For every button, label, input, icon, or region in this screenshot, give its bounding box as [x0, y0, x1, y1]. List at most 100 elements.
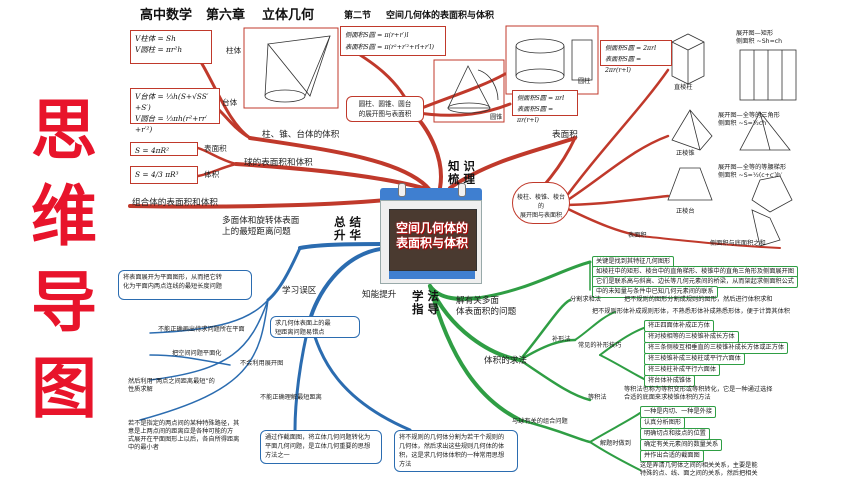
branch-red-cone2	[410, 102, 512, 117]
blue-note-6-line-3: 式展开在平面图形上以后，各自所得距离	[128, 436, 240, 443]
green-branches	[428, 260, 651, 471]
label-surface-right: 表面积	[552, 130, 578, 140]
blue-note-5: 不能正确理解最短距离	[260, 394, 322, 401]
green-common-fill: 常见的补形技巧	[578, 342, 622, 349]
green-fill: 补形法	[552, 336, 571, 343]
lateral-note-2-line-1: 展开图—全等的三角形	[718, 112, 780, 119]
branch-blue-thin1	[149, 299, 269, 334]
green-tangent-note-line-1: 这是弄清几何体之间的相关关系，主要是能	[640, 462, 758, 469]
blue-note-1-box-line-2: 短距离问题易错点	[275, 329, 325, 336]
card-photo	[389, 209, 477, 271]
frustum-volume-formula: V台体 = ⅓h(S+√SS′+S′) V圆台 = ⅓πh(r²+rr′+r′²…	[130, 88, 220, 134]
branch-green-common2	[599, 354, 651, 383]
cone2-side-line-2: 表面积S圆 = πr(r+l)	[517, 106, 554, 124]
branch-green-sphere	[428, 284, 522, 422]
blue-note-2: 把空间问题平面化	[172, 350, 222, 357]
label-cone: 圆锥	[490, 114, 503, 121]
prism-unfold-line-1: 棱柱、棱锥、棱台的	[517, 194, 566, 210]
lateral-note-1-line-2: 侧面积 ~Sh=ch	[736, 38, 783, 45]
branch-red-bottom	[558, 203, 642, 238]
green-fill-item-6: 将台体补成锥体	[644, 375, 696, 387]
lateral-note-2: 展开图—全等的三角形 侧面积 ~S=½ch′	[718, 112, 780, 128]
frustum-volume-line-1: V台体 = ⅓h(S+√SS′+S′)	[135, 92, 209, 112]
label-cylinder: 圆柱	[578, 78, 591, 85]
prism-volume-formula: V柱体 = Sh V圆柱 = πr²h	[130, 30, 212, 64]
card-body: 空间几何体的 表面积与体积	[380, 200, 482, 284]
cone-side-formula: 侧面积S圆 = π(r+r′)l 表面积S圆 = π(r²+r′²+rl+r′l…	[340, 26, 446, 56]
label-regular-pyramid: 正棱锥	[676, 150, 695, 157]
frustum-figure	[667, 167, 793, 247]
blue-ability-box-2-line-1: 将不规则的几何体分割为若干个规则的	[399, 434, 505, 441]
lateral-note-3: 展开图—全等的等腰梯形 侧面积 ~S=½(c+c′)h′	[718, 164, 786, 180]
blue-shortest-line-1: 多面体和旋转体表面	[222, 216, 300, 226]
branch-green-common	[599, 325, 651, 356]
green-equal-note-line-1: 等积法也称为等积变形或等积转化，它是一种通过选择	[624, 386, 773, 393]
cylinder-side-line-2: 表面积S圆 = 2πr(r+l)	[605, 56, 642, 74]
green-volume-method: 体积的求法	[484, 356, 527, 366]
blue-note-4-line-1: 然后利用“两点之间距离最短”的	[128, 378, 215, 385]
sphere-volume-formula: S = 4/3 πR³	[130, 166, 198, 184]
lateral-note-3-line-2: 侧面积 ~S=½(c+c′)h′	[718, 172, 783, 179]
cone-side-line-2: 表面积S圆 = π(r²+r′²+rl+r′l)	[345, 43, 434, 51]
label-frustum: 台体	[222, 98, 238, 107]
unfold-box: 圆柱、圆锥、圆台 的展开图与表面积	[346, 96, 424, 122]
branch-green-fill-top	[574, 311, 616, 341]
green-equal-volume-note: 等积法也称为等积变形或等积转化，它是一种通过选择 合适的底面来求棱锥体积的方法	[624, 386, 773, 402]
blue-ability-box-2-line-3: 积，这是求几何体体积的一种常用思想	[399, 452, 505, 459]
blue-unfold-note: 将表面展开为平面图形，从而把它转 化为平面内两点连线的最短长度问题	[118, 270, 252, 300]
blue-shortest-line-2: 上的最短距离问题	[222, 227, 291, 237]
hub-knowledge-line-1: 知 识	[448, 159, 476, 173]
green-equal-volume: 等积法	[588, 394, 607, 401]
green-solve-problem: 解有关多面 体表面积的问题	[456, 296, 516, 318]
blue-note-6-line-2: 意是上两点间的距离应是各种可能的方	[128, 428, 234, 435]
branch-red-right	[558, 68, 670, 207]
branch-green-tan-down	[589, 441, 641, 471]
blue-note-6-line-1: 若不是指定的两点间的某种特殊路径，其	[128, 420, 240, 427]
label-volume: 体积	[204, 170, 220, 179]
label-sum-note: 侧面积与底面积之和	[710, 240, 766, 247]
label-regular-frustum: 正棱台	[676, 208, 695, 215]
green-tangent-item-2: 认真分析图形	[640, 417, 686, 429]
unfold-box-line-2: 的展开图与表面积	[358, 110, 412, 118]
green-tangent-item-5: 并作出合适的截面图	[640, 450, 704, 462]
center-title-line-1: 空间几何体的	[395, 221, 468, 235]
branch-red-frust2	[558, 194, 670, 207]
center-topic-card: 空间几何体的 表面积与体积	[380, 183, 482, 284]
branch-red-sphere	[234, 162, 432, 192]
blue-study-area: 学习误区	[282, 286, 317, 296]
blue-shortest: 多面体和旋转体表面 上的最短距离问题	[222, 216, 299, 238]
green-tangent-note-line-2: 特殊的点、线、面之间的关系，然后把相关	[640, 470, 758, 477]
label-surface: 表面积	[204, 144, 227, 153]
blue-note-1-box-line-1: 求几何体表面上的最	[275, 320, 331, 327]
green-fill-note: 把不规则形体补成规则形体，不熟悉形体补成熟悉形体，便于计算其体积	[592, 308, 790, 315]
branch-red-sphere-vol	[196, 162, 238, 178]
card-header-bar	[380, 188, 482, 200]
hub-summary-line-2: 升 华	[334, 228, 362, 242]
card-ring-left	[398, 183, 406, 197]
side-title-char-2: 维	[31, 178, 97, 255]
blue-ability-box-1-line-1: 通过作截面图，将立体几何问题转化为	[265, 434, 371, 441]
branch-blue-thin2	[149, 299, 269, 381]
blue-unfold-note-line-2: 化为平面内两点连线的最短长度问题	[123, 283, 222, 290]
hub-knowledge-line-2: 梳 理	[448, 172, 476, 186]
branch-green-top	[476, 260, 592, 300]
green-solve-line-1: 解有关多面	[456, 296, 499, 306]
green-tangent: 解题时做到	[600, 440, 631, 447]
blue-ability-box-2-line-4: 方法	[399, 461, 412, 468]
hub-method-line-2: 指 导	[412, 302, 440, 316]
branch-green-tangent	[518, 418, 592, 444]
cone2-side-formula: 侧面积S圆 = πrl 表面积S圆 = πr(r+l)	[512, 90, 578, 124]
side-title-char-4: 图	[31, 350, 97, 427]
blue-branches	[139, 242, 412, 432]
green-tangent-note: 这是弄清几何体之间的相关关系，主要是能 特殊的点、线、面之间的关系，然后把相关	[640, 462, 758, 478]
hub-summary: 总 结 升 华	[334, 216, 361, 242]
green-equal-note-line-2: 合适的底面来求棱锥体积的方法	[624, 394, 711, 401]
blue-unfold-note-line-1: 将表面展开为平面图形，从而把它转	[123, 274, 222, 281]
cylinder-side-line-1: 侧面积S圆 = 2πrl	[605, 45, 657, 52]
prism-unfold-circle: 棱柱、棱锥、棱台的 展开图与表面积	[512, 182, 570, 224]
header-chapter: 第六章	[206, 8, 246, 23]
branch-red-main	[248, 136, 432, 192]
label-pillar: 柱体	[226, 46, 242, 55]
